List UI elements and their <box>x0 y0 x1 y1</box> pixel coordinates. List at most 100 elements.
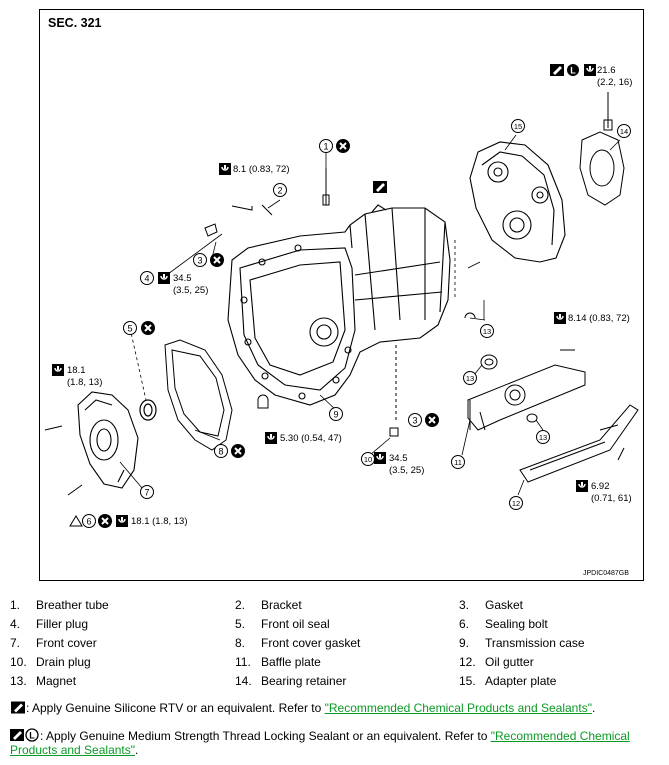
replace-icon <box>209 252 225 268</box>
triangle-icon <box>69 515 83 527</box>
torque-icon <box>264 431 278 445</box>
svg-text:12: 12 <box>512 499 520 508</box>
replace-icon <box>97 513 113 529</box>
silicone-rtv-icon <box>550 64 564 76</box>
callout-6: 6 <box>82 514 96 528</box>
callout-7: 7 <box>140 485 154 499</box>
replace-icon <box>230 443 246 459</box>
section-label: SEC. 321 <box>48 16 102 30</box>
recommended-chemicals-link[interactable]: "Recommended Chemical Products and Seala… <box>10 729 630 757</box>
magnet-parts <box>464 312 538 423</box>
replace-icon <box>140 320 156 336</box>
oil-gutter <box>519 404 639 483</box>
svg-text:34.5: 34.5 <box>173 273 192 284</box>
svg-text:4: 4 <box>144 274 149 284</box>
svg-text:6.92: 6.92 <box>591 481 610 492</box>
part-item: 4.Filler plug <box>10 617 89 631</box>
callout-1: 1 <box>319 139 333 153</box>
callout-11: 11 <box>451 455 465 469</box>
svg-text:6: 6 <box>86 517 91 527</box>
svg-text:11: 11 <box>454 458 462 467</box>
callout-3: 3 <box>408 413 422 427</box>
thread-locking-icon: L <box>567 64 579 76</box>
svg-text:18.1 (1.8, 13): 18.1 (1.8, 13) <box>131 516 188 527</box>
svg-text:13: 13 <box>539 433 547 442</box>
svg-text:1: 1 <box>323 142 328 152</box>
torque-icon <box>218 162 232 176</box>
torque-icon <box>553 311 567 325</box>
note-silicone: : Apply Genuine Silicone RTV or an equiv… <box>10 701 650 715</box>
part-item: 7.Front cover <box>10 636 97 650</box>
svg-text:(2.2, 16): (2.2, 16) <box>597 77 632 88</box>
part-item: 13.Magnet <box>10 674 77 688</box>
torque-icon <box>373 451 387 465</box>
note-thread-lock: L: Apply Genuine Medium Strength Thread … <box>10 728 630 757</box>
svg-text:15: 15 <box>514 122 522 131</box>
part-item: 11.Baffle plate <box>235 655 321 669</box>
replace-icon <box>335 138 351 154</box>
svg-text:3: 3 <box>197 256 202 266</box>
callout-13: 13 <box>536 430 550 444</box>
callout-3: 3 <box>193 253 207 267</box>
svg-text:(3.5, 25): (3.5, 25) <box>173 285 208 296</box>
replace-icon <box>424 412 440 428</box>
torque-icon <box>157 271 171 285</box>
svg-text:13: 13 <box>466 374 474 383</box>
torque-icon <box>115 514 129 528</box>
part-item: 2.Bracket <box>235 598 302 612</box>
part-item: 15.Adapter plate <box>459 674 557 688</box>
callout-5: 5 <box>123 321 137 335</box>
thread-locking-icon: L <box>10 728 39 742</box>
svg-text:34.5: 34.5 <box>389 453 408 464</box>
svg-text:8: 8 <box>218 447 223 457</box>
svg-text:5.30 (0.54, 47): 5.30 (0.54, 47) <box>280 433 342 444</box>
svg-text:(0.71, 61): (0.71, 61) <box>591 493 632 504</box>
part-item: 14.Bearing retainer <box>235 674 347 688</box>
front-cover-gasket <box>164 339 233 451</box>
front-cover <box>77 391 139 489</box>
callout-13: 13 <box>463 371 477 385</box>
svg-text:(3.5, 25): (3.5, 25) <box>389 465 424 476</box>
callout-2: 2 <box>273 183 287 197</box>
part-item: 12.Oil gutter <box>459 655 534 669</box>
part-item: 1.Breather tube <box>10 598 109 612</box>
callout-14: 14 <box>617 124 631 138</box>
svg-text:10: 10 <box>364 455 372 464</box>
torque-icon <box>583 63 597 77</box>
part-item: 5.Front oil seal <box>235 617 330 631</box>
fasteners <box>44 168 625 496</box>
bearing-retainer <box>579 92 625 206</box>
callout-4: 4 <box>140 271 154 285</box>
svg-text:(1.8, 13): (1.8, 13) <box>67 377 102 388</box>
baffle-plate <box>467 364 586 431</box>
recommended-chemicals-link[interactable]: "Recommended Chemical Products and Seala… <box>324 701 592 715</box>
transmission-case <box>227 204 451 406</box>
callout-10: 10 <box>361 452 375 466</box>
callout-13: 13 <box>480 324 494 338</box>
svg-text:5: 5 <box>127 324 132 334</box>
torque-icon <box>51 363 65 377</box>
silicone-rtv-icon <box>373 181 387 193</box>
part-item: 6.Sealing bolt <box>459 617 548 631</box>
torque-values: 21.6 (2.2, 16) 8.1 (0.83, 72) 34.5 (3.5,… <box>67 65 632 527</box>
svg-text:14: 14 <box>620 127 628 136</box>
svg-text:21.6: 21.6 <box>597 65 616 76</box>
svg-text:3: 3 <box>412 416 417 426</box>
part-item: 3.Gasket <box>459 598 524 612</box>
svg-text:L: L <box>29 731 35 741</box>
callout-8: 8 <box>214 444 228 458</box>
silicone-rtv-icon <box>11 701 25 714</box>
svg-text:2: 2 <box>277 186 282 196</box>
svg-text:8.14 (0.83, 72): 8.14 (0.83, 72) <box>568 313 630 324</box>
callout-15: 15 <box>511 119 525 133</box>
diagram-frame <box>39 9 644 581</box>
svg-text:13: 13 <box>483 327 491 336</box>
part-item: 10.Drain plug <box>10 655 91 669</box>
front-oil-seal <box>139 399 157 421</box>
svg-text:18.1: 18.1 <box>67 365 86 376</box>
callout-12: 12 <box>509 496 523 510</box>
adapter-plate <box>469 141 566 263</box>
svg-text:7: 7 <box>144 488 149 498</box>
callouts: 1 2 3 3 4 5 6 7 8 9 10 11 12 13 13 13 14… <box>82 119 631 528</box>
callout-9: 9 <box>329 407 343 421</box>
